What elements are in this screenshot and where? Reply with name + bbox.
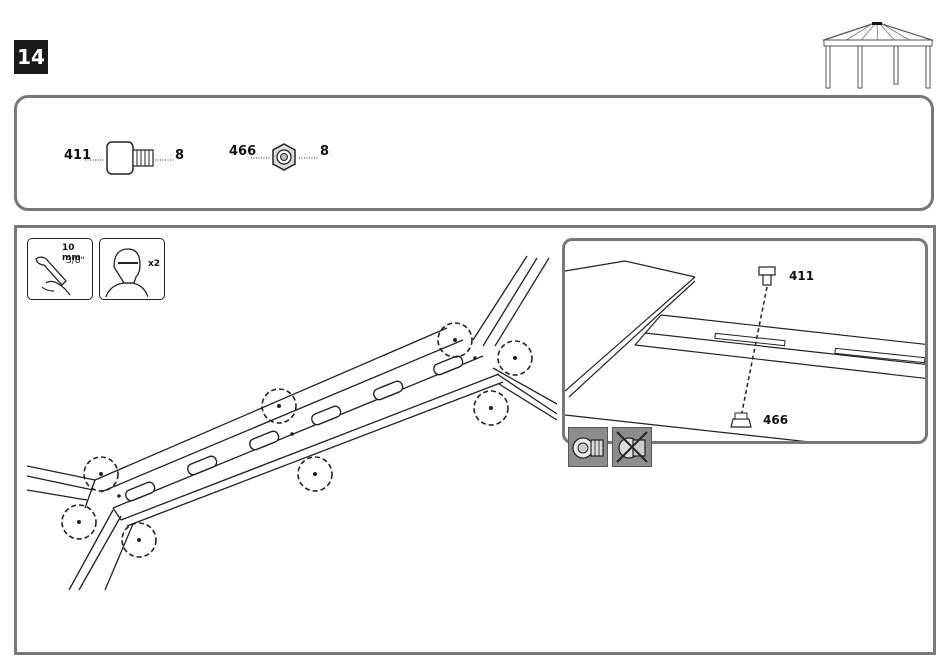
part-466-quantity: 8	[320, 144, 329, 159]
bolt-icon	[105, 138, 157, 178]
crossed-out-nut-icon	[612, 427, 652, 467]
gazebo-thumbnail-icon	[820, 18, 936, 90]
leader-dots	[155, 158, 175, 162]
detail-nut-icon	[731, 413, 751, 427]
step-number-badge: 14	[14, 40, 48, 74]
leader-dots	[251, 156, 271, 160]
parts-list-panel: 411 8 466 8	[14, 95, 934, 211]
leader-dots	[299, 156, 319, 160]
part-411-quantity: 8	[175, 148, 184, 163]
leader-dots	[85, 158, 105, 162]
detail-inset-panel: 411 466	[562, 238, 928, 444]
bolt-with-nut-icon	[568, 427, 608, 467]
detail-nut-label: 466	[763, 413, 788, 427]
detail-drawing	[565, 241, 928, 444]
detail-bolt-icon	[759, 267, 775, 285]
assembly-panel: 10 mm 3/8" x2	[14, 225, 936, 655]
beam-assembly-drawing	[17, 228, 557, 652]
hex-nut-icon	[269, 142, 299, 172]
detail-bolt-label: 411	[789, 269, 814, 283]
